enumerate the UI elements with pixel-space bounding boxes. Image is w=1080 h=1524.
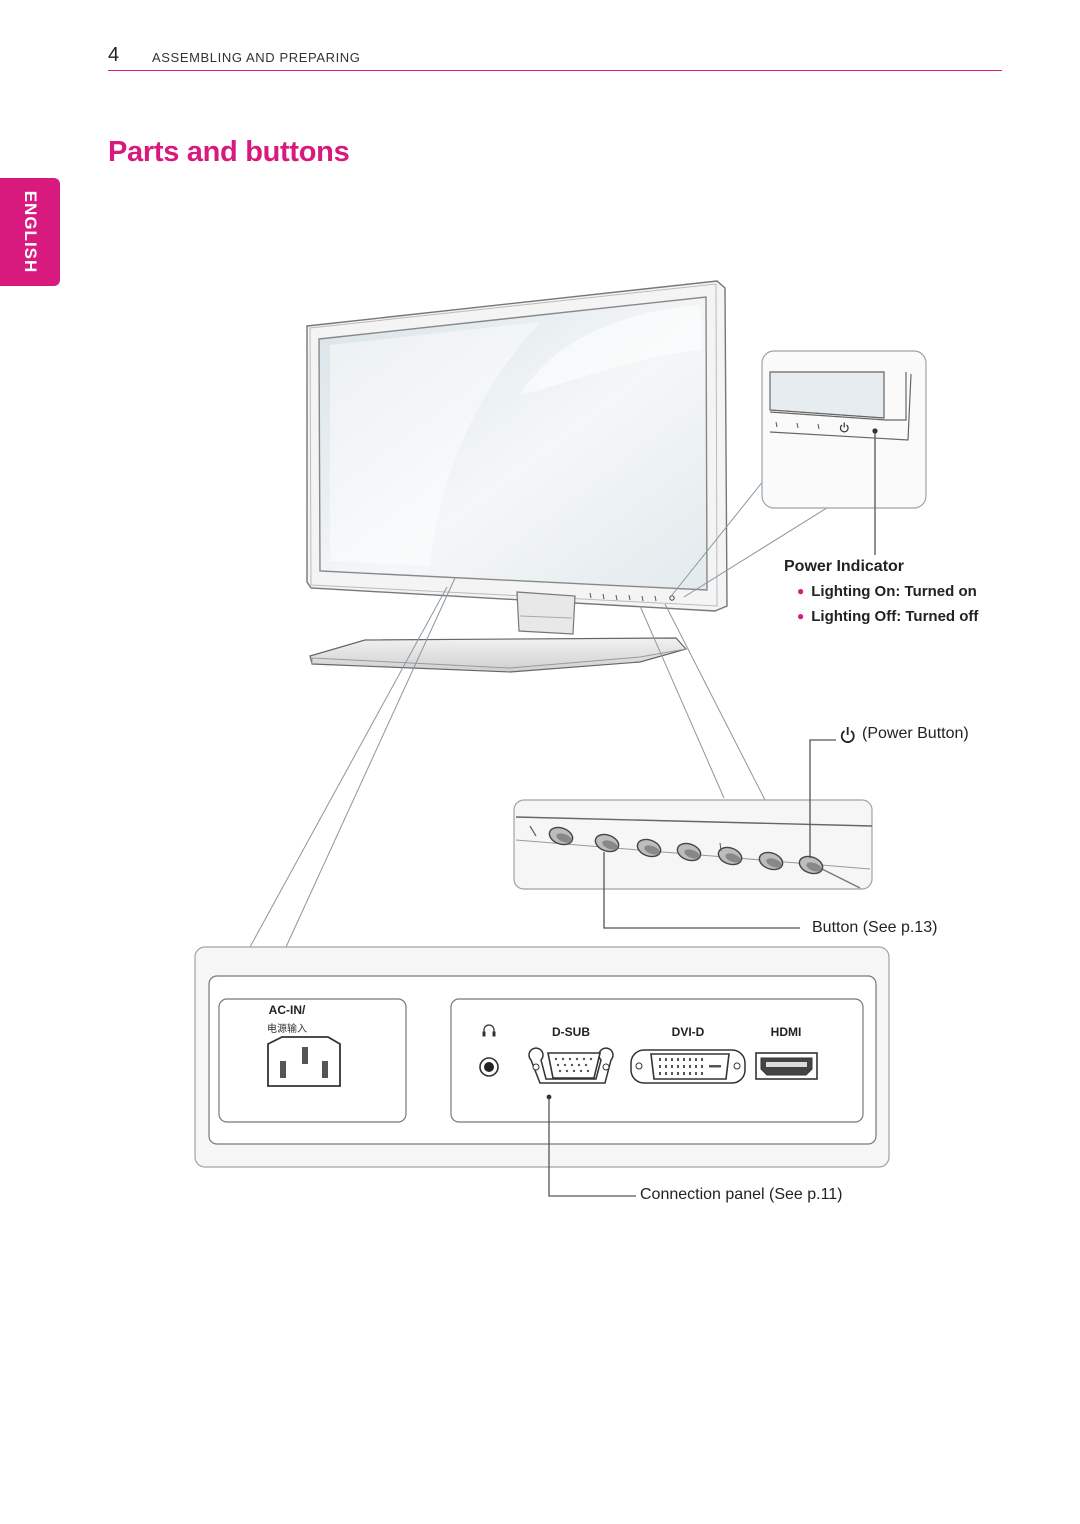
power-indicator-item: ●Lighting On: Turned on — [797, 583, 977, 600]
headphone-icon — [482, 1024, 496, 1037]
ac-in-label: AC-IN/ — [269, 1003, 306, 1017]
power-button-leader — [809, 727, 855, 858]
hdmi-port — [755, 1052, 818, 1080]
power-indicator-zoom — [761, 350, 927, 555]
dvi-d-label: DVI-D — [672, 1025, 705, 1039]
page-header: 4 ASSEMBLING AND PREPARING — [108, 44, 1002, 71]
page-number: 4 — [108, 44, 120, 66]
buttons-leader — [603, 852, 800, 929]
power-indicator-title: Power Indicator — [784, 558, 905, 575]
power-indicator-item: ●Lighting Off: Turned off — [797, 608, 979, 625]
page-title: Parts and buttons — [108, 136, 350, 168]
bullet-icon: ● — [797, 609, 805, 623]
power-button-label: (Power Button) — [862, 725, 969, 742]
bullet-icon: ● — [797, 584, 805, 598]
d-sub-port — [528, 1047, 614, 1084]
ac-in-port — [267, 1036, 341, 1087]
ac-in-cn-label: 电源输入 — [267, 1022, 307, 1035]
connection-panel-zoom: AC-IN/ 电源输入 D-SUB DVI-D HDMI — [194, 946, 890, 1197]
power-icon — [840, 727, 855, 743]
monitor-front — [306, 280, 728, 612]
language-tab: ENGLISH — [0, 178, 60, 286]
hdmi-label: HDMI — [771, 1025, 802, 1039]
button-zoom — [513, 799, 873, 890]
section-title: ASSEMBLING AND PREPARING — [152, 50, 361, 65]
callout-lines — [249, 479, 831, 948]
headphone-jack — [479, 1057, 499, 1077]
button-label: Button (See p.13) — [812, 919, 938, 936]
connection-panel-label: Connection panel (See p.11) — [640, 1186, 843, 1203]
connection-leader — [548, 1098, 636, 1197]
dvi-d-port — [630, 1049, 746, 1084]
monitor-stand — [309, 591, 688, 673]
d-sub-label: D-SUB — [552, 1025, 590, 1039]
power-icon — [839, 422, 849, 433]
